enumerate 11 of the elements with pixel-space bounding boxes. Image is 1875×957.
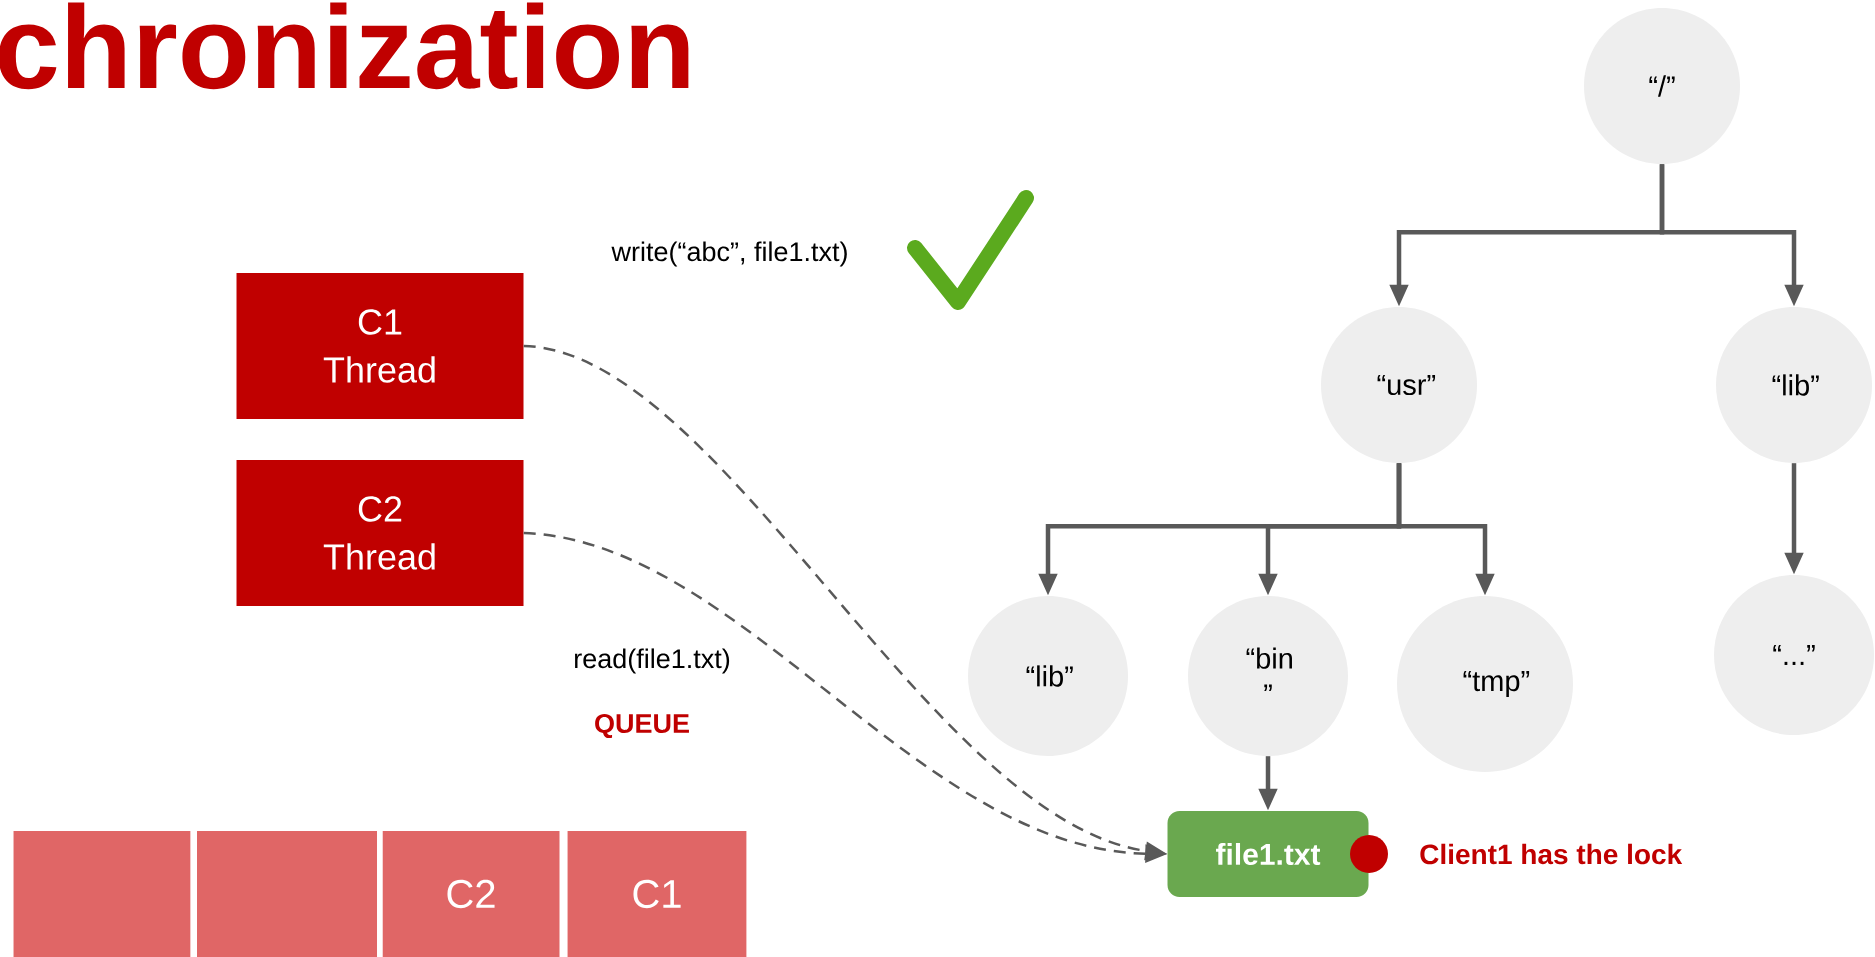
operation-label: write(“abc”, file1.txt): [611, 241, 847, 267]
queue-cell: C2: [382, 831, 560, 957]
operation-label: read(file1.txt): [575, 648, 730, 674]
thread-box: C1 Thread: [236, 273, 524, 419]
file-box: file1.txt: [1167, 811, 1369, 897]
lock-label: Client1 has the lock: [1420, 843, 1683, 865]
thread-box: C2 Thread: [236, 460, 524, 606]
queue-cell: [197, 831, 377, 957]
queue-cell: C1: [567, 831, 747, 957]
queue-cell: [13, 831, 191, 957]
queue-label: QUEUE: [595, 713, 689, 739]
